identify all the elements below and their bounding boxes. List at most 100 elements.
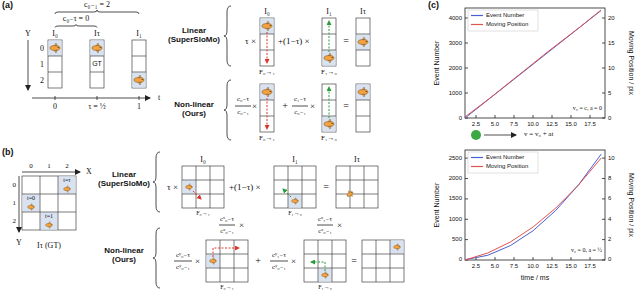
axis-tick: 0 (608, 256, 611, 263)
axis-tick: 1000 (449, 90, 462, 97)
axis-tick: 3000 (449, 40, 462, 47)
fraction-term: cʸ₁₋τ (272, 251, 286, 259)
fraction-term: cʸ₀₋τ (176, 251, 190, 259)
fraction-term: c₀₋₁ (237, 108, 249, 116)
axis-tick: 4 (608, 216, 611, 223)
flow-label: F₀→₁ (259, 134, 275, 142)
axis-tick: 7.5 (510, 263, 518, 270)
flow-label: F₁→₀ (318, 284, 332, 291)
operator: τ × (245, 36, 256, 46)
flow-label: F₀→₁ (220, 284, 234, 291)
method-brace (153, 152, 160, 288)
fraction-term: c₁₋τ (294, 95, 306, 103)
axis-tick: 1500 (449, 195, 462, 202)
annotation: v₀ = 0, a = ½ (571, 247, 602, 254)
axis-tick: 1000 (449, 216, 462, 223)
panel-label: (c) (428, 0, 439, 10)
time-label: t=1 (45, 213, 53, 220)
axis-tick: 0 (459, 115, 462, 122)
axis-tick: 2 (65, 162, 69, 170)
fraction-term: cˣ₀₋₁ (220, 227, 234, 235)
flow-label: F₀→₁ (259, 68, 275, 76)
brace-label: c₀₋τ = 0 (63, 14, 89, 23)
annotation: v₀ = c, a = 0 (573, 105, 602, 112)
axis-label: Y (16, 238, 22, 247)
operator: × (337, 220, 342, 230)
axis-tick: 0 (13, 181, 17, 189)
flow-label: F₁→₀ (321, 134, 337, 142)
operator: = (351, 255, 357, 267)
axis-tick: 12.5 (546, 263, 558, 270)
axis-label: X (86, 167, 92, 176)
axis-label: Y (25, 29, 31, 38)
axis-tick: 1 (137, 102, 141, 111)
moving-ball (471, 130, 516, 140)
axis-tick: 1 (13, 199, 17, 207)
operator: = (343, 35, 349, 47)
axis-label: t (158, 93, 160, 102)
axis-tick: 2000 (449, 65, 462, 72)
axis-tick: 7.5 (510, 121, 518, 128)
axis-tick: 6 (608, 195, 611, 202)
axis-tick: 2 (608, 236, 611, 243)
panel-label: (a) (2, 0, 13, 10)
operator: = (323, 181, 329, 193)
frame-label: Iτ (360, 7, 366, 16)
axis-tick: 10.0 (527, 263, 539, 270)
axis-tick: 1 (40, 60, 44, 69)
brace-label: c₀₋₁ = 2 (84, 0, 110, 9)
legend-box (468, 10, 538, 173)
time-label: t=τ (63, 177, 70, 184)
axis-tick: 2000 (449, 175, 462, 182)
axis-title: Event Number (433, 183, 441, 228)
method-label: Linear (SuperSloMo) (96, 170, 152, 188)
plot-curve (465, 10, 601, 260)
method-brace (224, 6, 231, 140)
legend-text: Moving Position (486, 21, 528, 28)
operator: × (252, 101, 257, 111)
legend-text: Moving Position (486, 163, 528, 170)
gt-grid (19, 172, 80, 232)
flow-label: F₁→₀ (321, 68, 337, 76)
axis-tick: 0 (29, 162, 33, 170)
method-label: Non-linear (Ours) (166, 100, 222, 118)
axis-tick: 10.0 (527, 121, 539, 128)
axis-tick: 2500 (449, 155, 462, 162)
axis-tick: 2.5 (472, 263, 480, 270)
axis-tick: 0 (53, 102, 57, 111)
flow-label: F₁→₀ (288, 210, 302, 217)
flow-label: F₀→₁ (196, 210, 210, 217)
timeline-frames (48, 40, 146, 88)
operator: × (291, 256, 296, 266)
axis-title: Moving Position / pix (627, 173, 635, 237)
operator: × (310, 101, 315, 111)
annotation: v = v₀ + at (524, 130, 553, 138)
axis-title: Moving Position / pix (627, 31, 635, 95)
operator: +(1−τ) × (278, 36, 310, 46)
axis-tick: 15.0 (565, 263, 577, 270)
frame-label: Iτ (354, 155, 360, 164)
time-label: t=0 (27, 195, 35, 202)
operator: = (343, 100, 349, 112)
legend-text: Event Number (486, 154, 524, 161)
operator: + (282, 100, 288, 112)
frame-label: I₁ (292, 155, 297, 164)
panel-label: (b) (2, 147, 14, 157)
axis-tick: 5.0 (491, 121, 499, 128)
axis-tick: 17.5 (584, 121, 596, 128)
axis-tick: 15 (608, 40, 615, 47)
axis-tick: 4000 (449, 15, 462, 22)
fraction-term: cˣ₀₋₁ (318, 227, 332, 235)
axis-tick: 2 (40, 76, 44, 85)
axis-tick: 15.0 (565, 121, 577, 128)
axis-tick: 2 (13, 217, 17, 225)
frame-label: I₁ (326, 7, 331, 16)
frame-label: I₁ (136, 29, 141, 38)
axis-title: Event Number (433, 41, 441, 86)
fraction-term: cʸ₀₋₁ (272, 263, 286, 271)
axis-label: time / ms (521, 274, 549, 282)
frame-grid (174, 166, 404, 282)
operator: + (255, 255, 261, 267)
